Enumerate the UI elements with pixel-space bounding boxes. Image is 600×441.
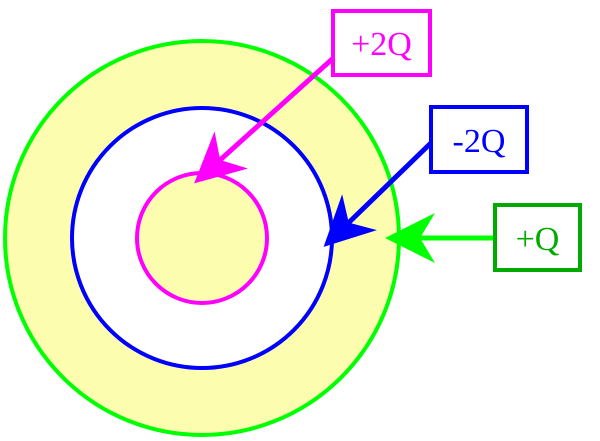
inner-sphere <box>135 171 269 305</box>
outer-surface-charge-box <box>493 203 582 272</box>
inner-sphere-charge-label: +2Q <box>351 26 412 63</box>
cavity-surface-charge-box <box>429 105 529 174</box>
inner-sphere-charge-box <box>331 9 432 77</box>
inner-sphere-arrow <box>194 50 342 184</box>
cavity-surface-charge-label: -2Q <box>453 123 506 160</box>
outer-surface-charge-label: +Q <box>516 221 560 258</box>
cavity-surface-arrow <box>323 138 436 247</box>
